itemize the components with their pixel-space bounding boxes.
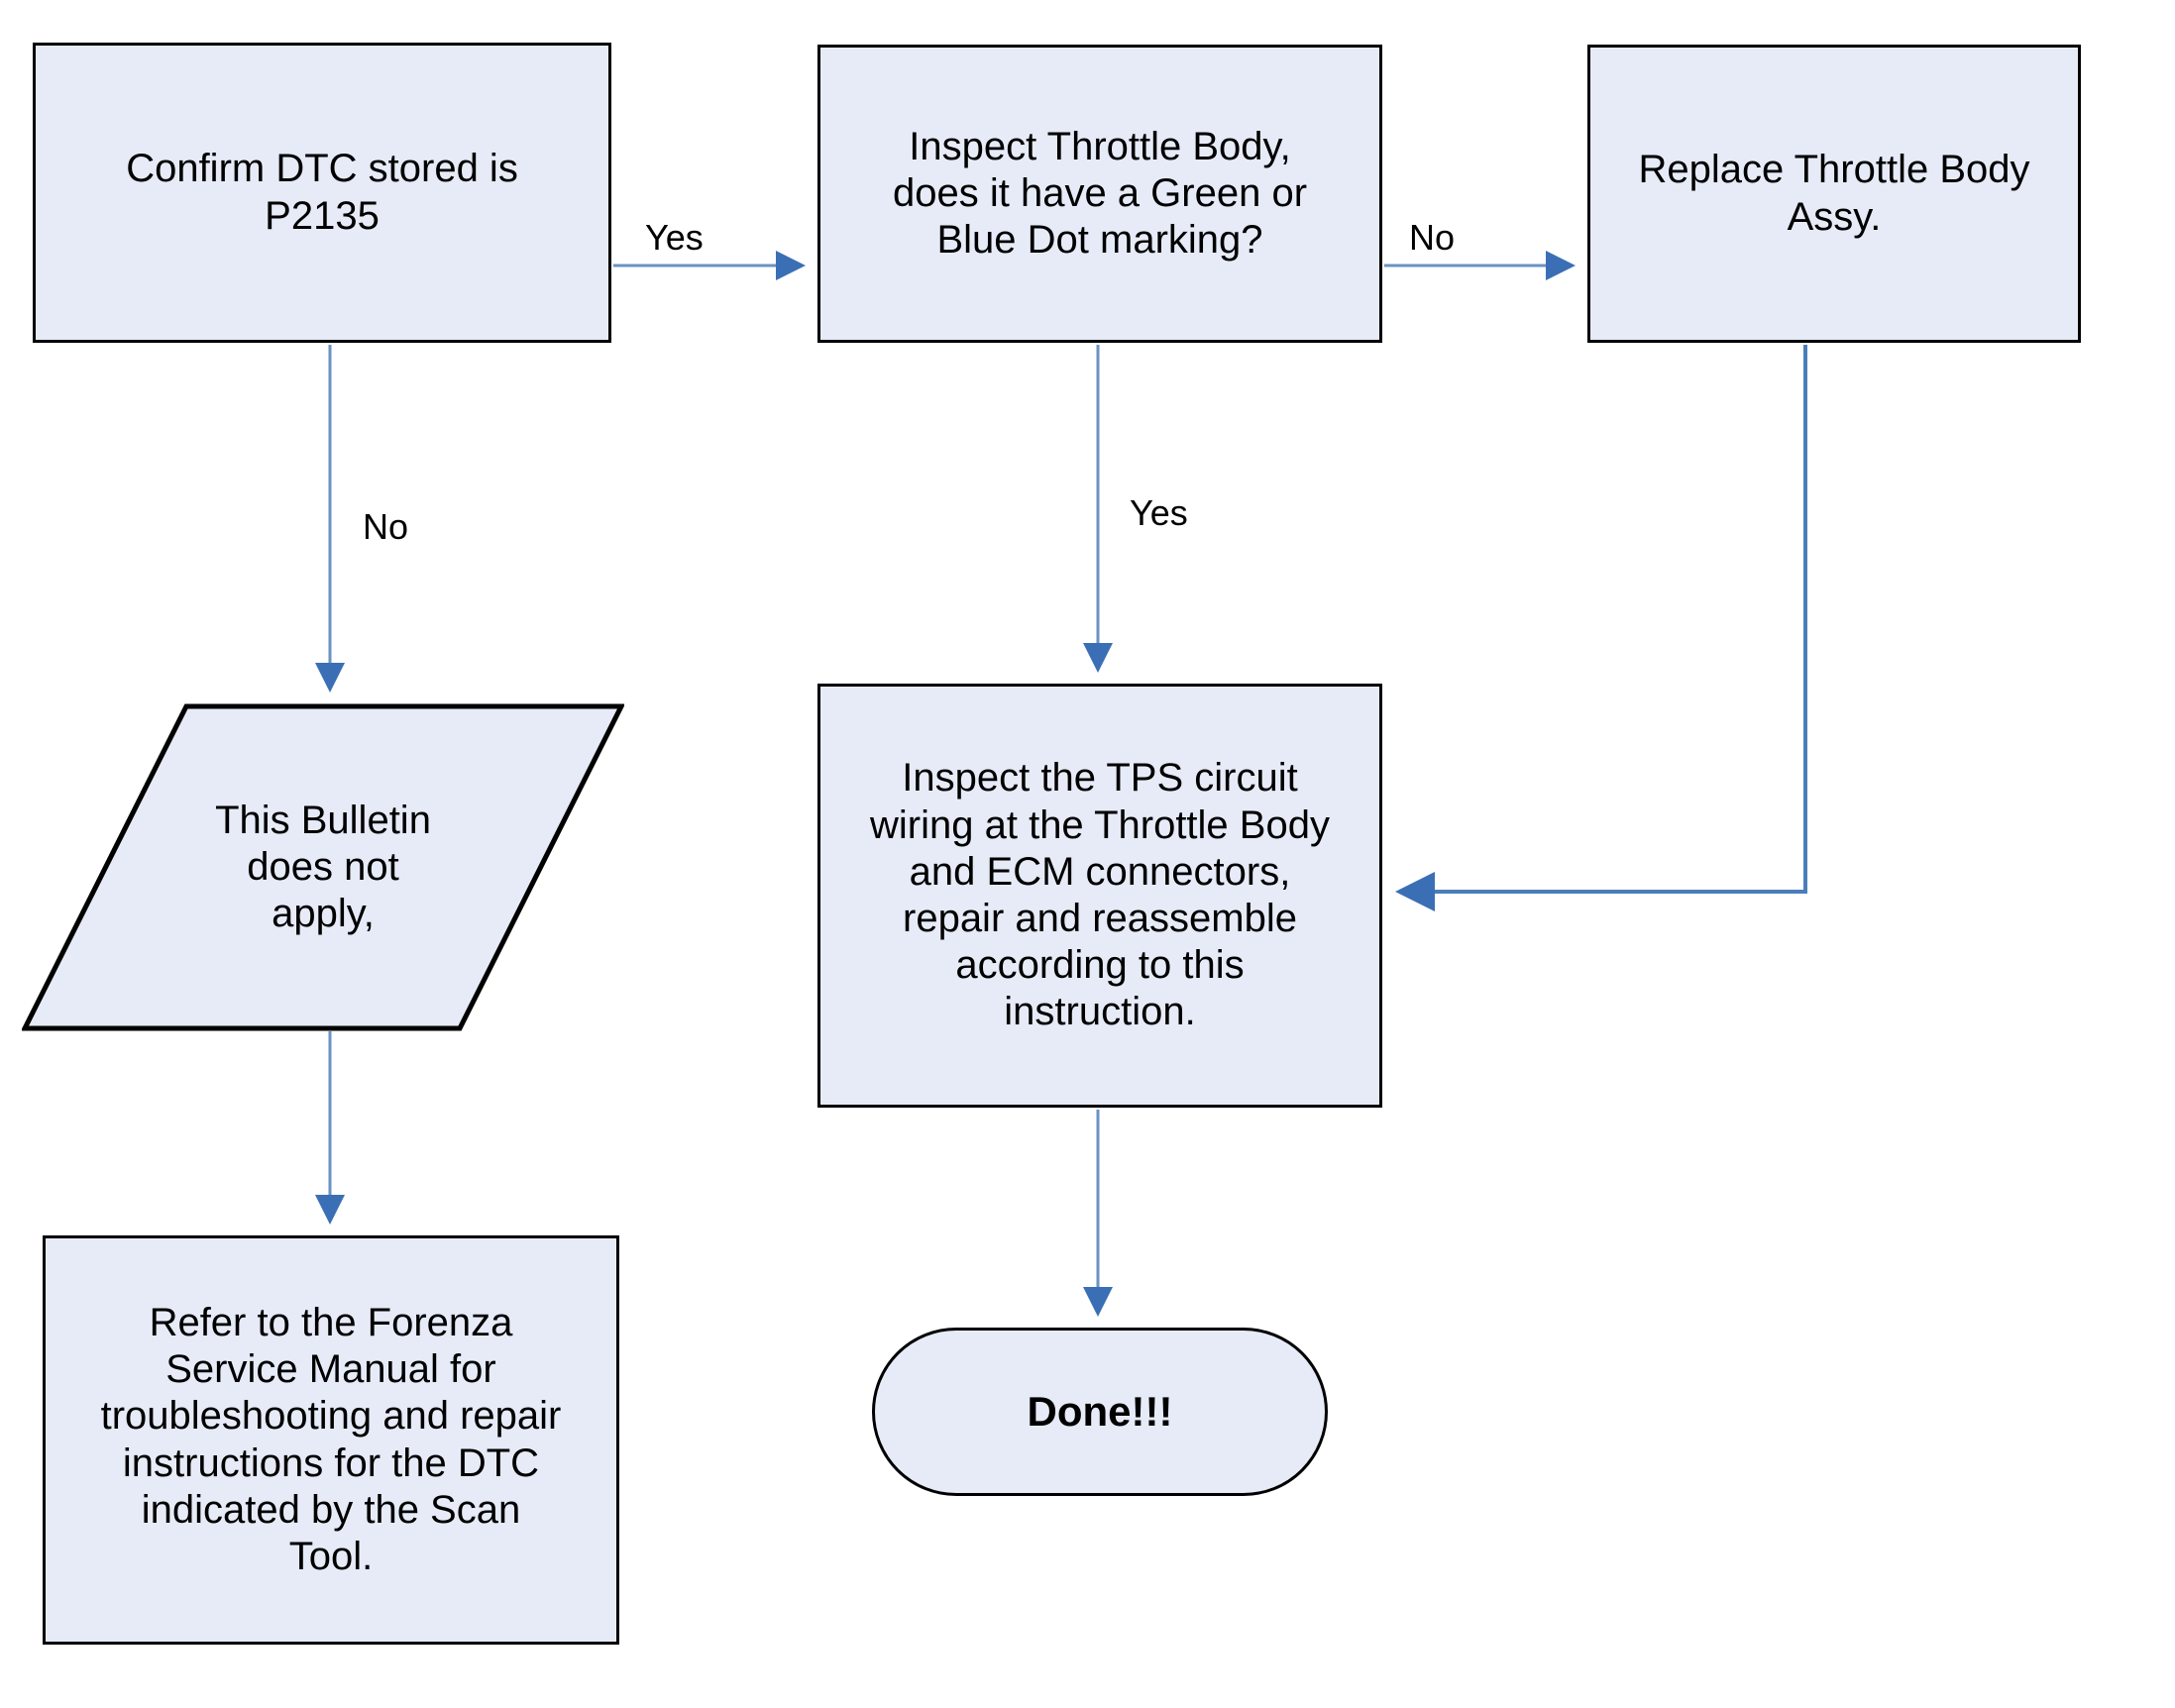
- edge-label-no-confirm-to-notapply: No: [363, 506, 409, 547]
- node-done-label: Done!!!: [1027, 1388, 1173, 1436]
- node-confirm-dtc-stored[interactable]: Confirm DTC stored is P2135: [33, 43, 611, 343]
- node-refer-forenza-service-manual[interactable]: Refer to the Forenza Service Manual for …: [43, 1235, 619, 1645]
- node-replace-throttle-body-assy-label: Replace Throttle Body Assy.: [1638, 148, 2030, 239]
- node-replace-throttle-body-assy[interactable]: Replace Throttle Body Assy.: [1587, 45, 2081, 343]
- node-inspect-tps-circuit-label: Inspect the TPS circuit wiring at the Th…: [870, 756, 1330, 1034]
- node-inspect-throttle-body-label: Inspect Throttle Body, does it have a Gr…: [892, 124, 1308, 263]
- node-refer-forenza-service-manual-label: Refer to the Forenza Service Manual for …: [100, 1300, 562, 1578]
- node-inspect-tps-circuit[interactable]: Inspect the TPS circuit wiring at the Th…: [817, 684, 1382, 1108]
- edge-replace-to-tps: [1395, 345, 1807, 911]
- parallelogram-shape: [22, 703, 624, 1031]
- node-inspect-throttle-body[interactable]: Inspect Throttle Body, does it have a Gr…: [817, 45, 1382, 343]
- node-bulletin-does-not-apply-label: This Bulletin does not apply,: [215, 798, 431, 936]
- edge-label-yes-confirm-to-inspect: Yes: [645, 217, 704, 258]
- edge-label-yes-inspect-to-tps: Yes: [1130, 492, 1188, 533]
- node-confirm-dtc-label: Confirm DTC stored is P2135: [126, 147, 518, 238]
- node-done-terminator[interactable]: Done!!!: [872, 1328, 1328, 1496]
- node-bulletin-does-not-apply[interactable]: This Bulletin does not apply,: [22, 703, 624, 1031]
- edge-label-no-inspect-to-replace: No: [1409, 217, 1456, 258]
